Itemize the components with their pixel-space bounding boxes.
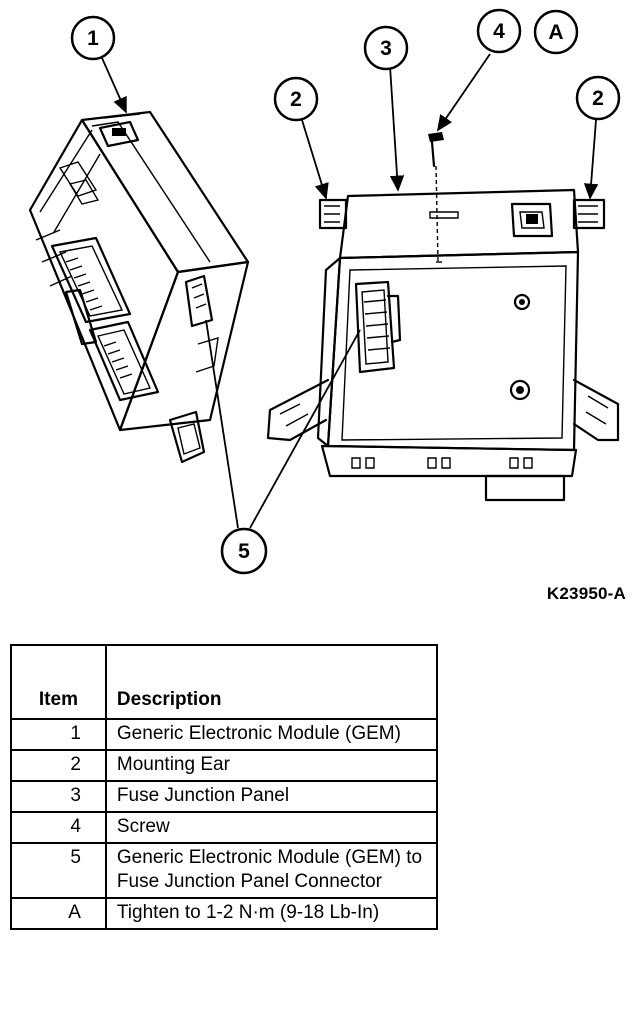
- item-number: 4: [10, 811, 107, 844]
- item-description: Screw: [104, 811, 439, 844]
- description-column-header: Description: [104, 644, 439, 720]
- callout-4: 4: [476, 8, 522, 54]
- table-row: 5 Generic Electronic Module (GEM) to Fus…: [10, 842, 439, 899]
- item-description: Fuse Junction Panel: [104, 780, 439, 813]
- svg-text:2: 2: [290, 88, 302, 111]
- figure-code: K23950-A: [546, 584, 626, 603]
- fuse-junction-panel-drawing: [266, 188, 620, 502]
- callout-a: A: [533, 9, 579, 55]
- gem-module-drawing: [28, 110, 250, 464]
- callout-3: 3: [363, 25, 409, 71]
- svg-text:4: 4: [493, 20, 505, 43]
- exploded-view-diagram: 1 2 3 4 A 2 5: [28, 8, 621, 575]
- svg-text:5: 5: [238, 540, 250, 563]
- table-row: 1 Generic Electronic Module (GEM): [10, 718, 439, 751]
- item-number: 5: [10, 842, 107, 899]
- table-row: A Tighten to 1-2 N·m (9-18 Lb-In): [10, 897, 439, 930]
- item-number: 1: [10, 718, 107, 751]
- item-description: Tighten to 1-2 N·m (9-18 Lb-In): [104, 897, 439, 930]
- item-description: Generic Electronic Module (GEM): [104, 718, 439, 751]
- screw-drawing: [428, 132, 444, 263]
- item-description: Mounting Ear: [104, 749, 439, 782]
- legend-table: Item Description 1 Generic Electronic Mo…: [10, 644, 439, 930]
- leader-lines: [101, 53, 599, 529]
- callout-2-left: 2: [273, 76, 319, 122]
- svg-text:A: A: [548, 21, 563, 44]
- item-number: A: [10, 897, 107, 930]
- svg-text:2: 2: [592, 87, 604, 110]
- item-description: Generic Electronic Module (GEM) to Fuse …: [104, 842, 439, 899]
- table-row: 4 Screw: [10, 811, 439, 844]
- item-number: 3: [10, 780, 107, 813]
- item-number: 2: [10, 749, 107, 782]
- legend-header-row: Item Description: [10, 644, 439, 720]
- svg-text:3: 3: [380, 37, 392, 60]
- item-column-header: Item: [10, 644, 107, 720]
- callout-2-right: 2: [575, 75, 621, 121]
- callout-5: 5: [220, 527, 268, 575]
- table-row: 3 Fuse Junction Panel: [10, 780, 439, 813]
- svg-text:1: 1: [87, 27, 99, 50]
- callout-1: 1: [70, 15, 116, 61]
- table-row: 2 Mounting Ear: [10, 749, 439, 782]
